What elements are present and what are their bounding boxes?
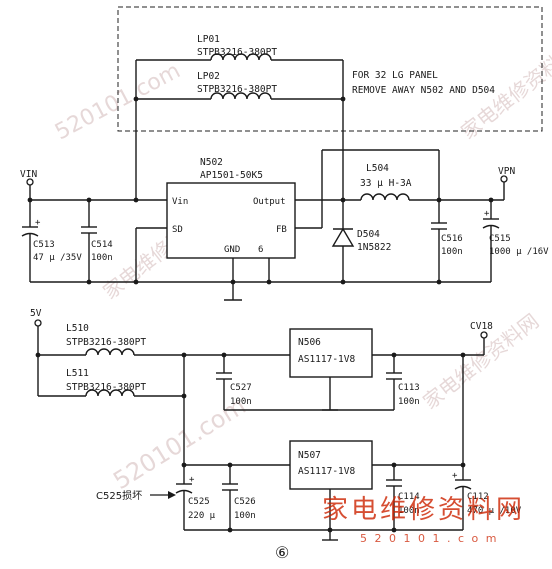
lp01-ref: LP01 — [197, 34, 220, 45]
l504-inductor — [343, 193, 504, 201]
c114-capacitor — [386, 465, 402, 530]
c114-ref: C114 — [398, 492, 420, 502]
l511-part: STPB3216-380PT — [66, 382, 146, 393]
n502-ic — [166, 182, 296, 259]
c516-capacitor — [431, 200, 447, 282]
brand-watermark-text: 家电维修资料网 — [322, 495, 525, 525]
c526-value: 100n — [234, 511, 256, 521]
n506-ref: N506 — [298, 337, 321, 348]
svg-text:+: + — [35, 218, 41, 228]
n507-ref: N507 — [298, 450, 321, 461]
lp02-inductor — [136, 60, 344, 200]
n502-pin-gnd: GND — [224, 245, 240, 255]
brand-watermark: 家电维修资料网 5 2 0 1 0 1 . c o m — [322, 495, 525, 545]
c513-ref: C513 — [33, 240, 55, 250]
lp02-ref: LP02 — [197, 71, 220, 82]
c525-annotation-arrow — [150, 491, 176, 499]
c113-capacitor — [386, 355, 402, 410]
l504-ref: L504 — [366, 163, 389, 174]
n507-part: AS1117-1V8 — [298, 466, 355, 477]
n507-ic — [289, 440, 373, 490]
v5-label: 5V — [30, 308, 42, 319]
brand-watermark-url: 5 2 0 1 0 1 . c o m — [360, 532, 498, 545]
cv18-label: CV18 — [470, 321, 493, 332]
figure-number: ⑥ — [275, 543, 289, 562]
c112-value: 470 μ /10V — [467, 506, 522, 516]
l510-part: STPB3216-380PT — [66, 337, 146, 348]
n502-ref: N502 — [200, 157, 223, 168]
d504-part: 1N5822 — [357, 242, 391, 253]
lp01-inductor — [135, 53, 343, 200]
cv18-terminal — [480, 331, 488, 355]
c527-capacitor — [216, 355, 394, 411]
c112-ref: C112 — [467, 492, 489, 502]
n502-pin-6: 6 — [258, 245, 263, 255]
n502-part: AP1501-50K5 — [200, 170, 263, 181]
v5-terminal — [34, 319, 42, 396]
svg-text:+: + — [484, 209, 490, 219]
l510-ref: L510 — [66, 323, 89, 334]
c525-annotation: C525损坏 — [96, 489, 142, 502]
c525-value: 220 μ — [188, 511, 216, 521]
svg-text:+: + — [452, 471, 458, 481]
d504-ref: D504 — [357, 229, 380, 240]
c112-capacitor: + — [452, 465, 472, 530]
note-line-2: REMOVE AWAY N502 AND D504 — [352, 85, 495, 96]
c515-ref: C515 — [489, 234, 511, 244]
c526-capacitor — [222, 465, 238, 530]
c513-capacitor: + — [21, 200, 41, 282]
note-dashed-box — [117, 6, 543, 132]
c113-ref: C113 — [398, 383, 420, 393]
n502-pin-output: Output — [253, 197, 286, 207]
n502-ground — [224, 258, 270, 301]
l511-ref: L511 — [66, 368, 89, 379]
l510-inductor — [38, 348, 290, 356]
c514-ref: C514 — [91, 240, 113, 250]
vpn-label: VPN — [498, 166, 515, 177]
c515-capacitor: + — [482, 200, 500, 282]
n502-pin-sd: SD — [172, 225, 183, 235]
c513-value: 47 μ /35V — [33, 253, 82, 263]
lp02-part: STPB3216-380PT — [197, 84, 277, 95]
d504-diode — [331, 200, 355, 282]
c526-ref: C526 — [234, 497, 256, 507]
c514-capacitor — [81, 200, 97, 282]
c527-value: 100n — [230, 397, 252, 407]
n506-ic — [289, 328, 373, 378]
c516-ref: C516 — [441, 234, 463, 244]
l504-value: 33 μ H-3A — [360, 178, 412, 189]
c515-value: 1000 μ /16V — [489, 247, 549, 257]
note-line-1: FOR 32 LG PANEL — [352, 70, 438, 81]
c516-value: 100n — [441, 247, 463, 257]
watermark-layer: 家电维修资料网 520101.com 520101.com 家电维修资料网 家电… — [51, 39, 552, 495]
l511-inductor — [38, 389, 184, 397]
c525-ref: C525 — [188, 497, 210, 507]
vin-terminal — [26, 178, 34, 200]
vin-label: VIN — [20, 169, 37, 180]
c525-capacitor: + — [175, 465, 195, 530]
svg-text:+: + — [189, 475, 195, 485]
lp01-part: STPB3216-380PT — [197, 47, 277, 58]
n502-pin-vin: Vin — [172, 197, 188, 207]
c114-value: 100n — [398, 506, 420, 516]
c113-value: 100n — [398, 397, 420, 407]
c527-ref: C527 — [230, 383, 252, 393]
n502-pin-fb: FB — [276, 225, 287, 235]
c514-value: 100n — [91, 253, 113, 263]
vpn-terminal — [500, 175, 508, 200]
n506-part: AS1117-1V8 — [298, 354, 355, 365]
